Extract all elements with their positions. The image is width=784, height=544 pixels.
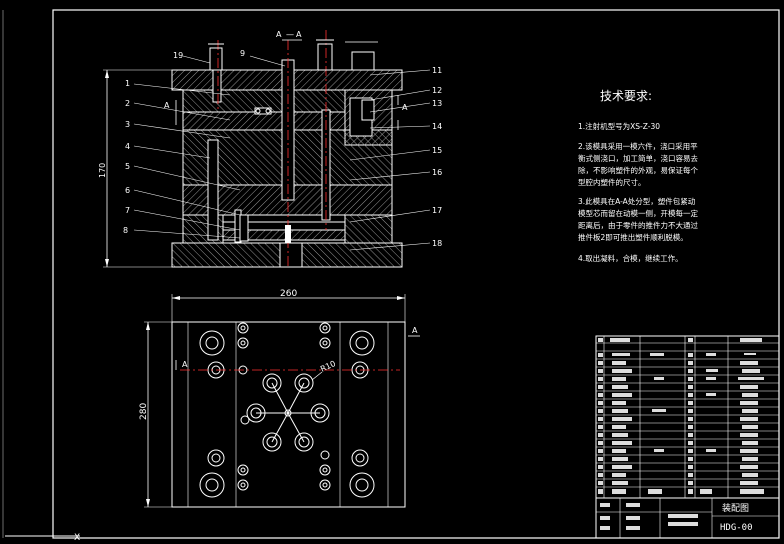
dim-width-top: 260: [280, 289, 297, 299]
notes-title: 技术要求:: [600, 89, 652, 103]
callout-19: 19: [173, 51, 183, 60]
callout-12: 12: [432, 86, 442, 95]
callout-2: 2: [125, 99, 130, 108]
callout-13: 13: [432, 99, 442, 108]
front-section-view: [103, 30, 403, 268]
note-line-7: 模型芯而留在动模一侧，开模每一定: [578, 208, 698, 218]
callout-14: 14: [432, 122, 442, 131]
note-line-8: 距离后，由于零件的推件力不大通过: [578, 220, 698, 230]
parts-list-table: [595, 335, 780, 539]
radius-label: R10: [319, 359, 337, 374]
note-line-1: 1.注射机型号为XS-Z-30: [578, 121, 660, 131]
top-plan-view: [144, 294, 420, 508]
drawing-border: [52, 9, 780, 539]
callout-leaders: [133, 55, 431, 251]
callout-11: 11: [432, 66, 442, 75]
note-line-6: 3.此模具在A-A处分型，塑件包紧动: [578, 196, 696, 206]
ucs-x-label: X: [74, 533, 80, 543]
section-label-a-top-right: A: [412, 326, 418, 335]
callout-7: 7: [125, 206, 130, 215]
callout-18: 18: [432, 239, 442, 248]
callout-16: 16: [432, 168, 442, 177]
section-label-a-side-right: A: [402, 103, 408, 112]
callout-17: 17: [432, 206, 442, 215]
note-line-2: 2.该模具采用一模六件，浇口采用平: [578, 141, 698, 151]
note-line-4: 除，不影响塑件的外观，易保证每个: [578, 165, 698, 175]
section-label-a-side-left: A: [164, 101, 170, 110]
technical-notes: 技术要求: 1.注射机型号为XS-Z-30 2.该模具采用一模六件，浇口采用平 …: [578, 89, 698, 263]
callout-3: 3: [125, 120, 130, 129]
callout-15: 15: [432, 146, 442, 155]
note-line-3: 衡式侧浇口，加工简单，浇口容易去: [578, 153, 698, 163]
section-label-a-top-left: A: [182, 360, 188, 369]
dim-height-front: 170: [98, 163, 107, 178]
note-line-9: 推件板2即可推出塑件顺利脱模。: [578, 232, 688, 242]
drawing-number: HDG-00: [720, 523, 753, 533]
note-line-10: 4.取出凝料，合模，继续工作。: [578, 253, 683, 263]
section-label-a-right: A: [296, 30, 302, 39]
callout-4: 4: [125, 142, 130, 151]
dim-height-top: 280: [139, 403, 149, 420]
section-dash: —: [286, 30, 294, 39]
callout-5: 5: [125, 162, 130, 171]
callout-9: 9: [240, 49, 245, 58]
callout-1: 1: [125, 79, 130, 88]
note-line-5: 型腔内塑件的尺寸。: [578, 177, 646, 187]
callout-6: 6: [125, 186, 130, 195]
drawing-name: 装配图: [722, 502, 749, 514]
parts-list-marks: [598, 338, 764, 530]
section-label-a-left: A: [276, 30, 282, 39]
callout-8: 8: [123, 226, 128, 235]
